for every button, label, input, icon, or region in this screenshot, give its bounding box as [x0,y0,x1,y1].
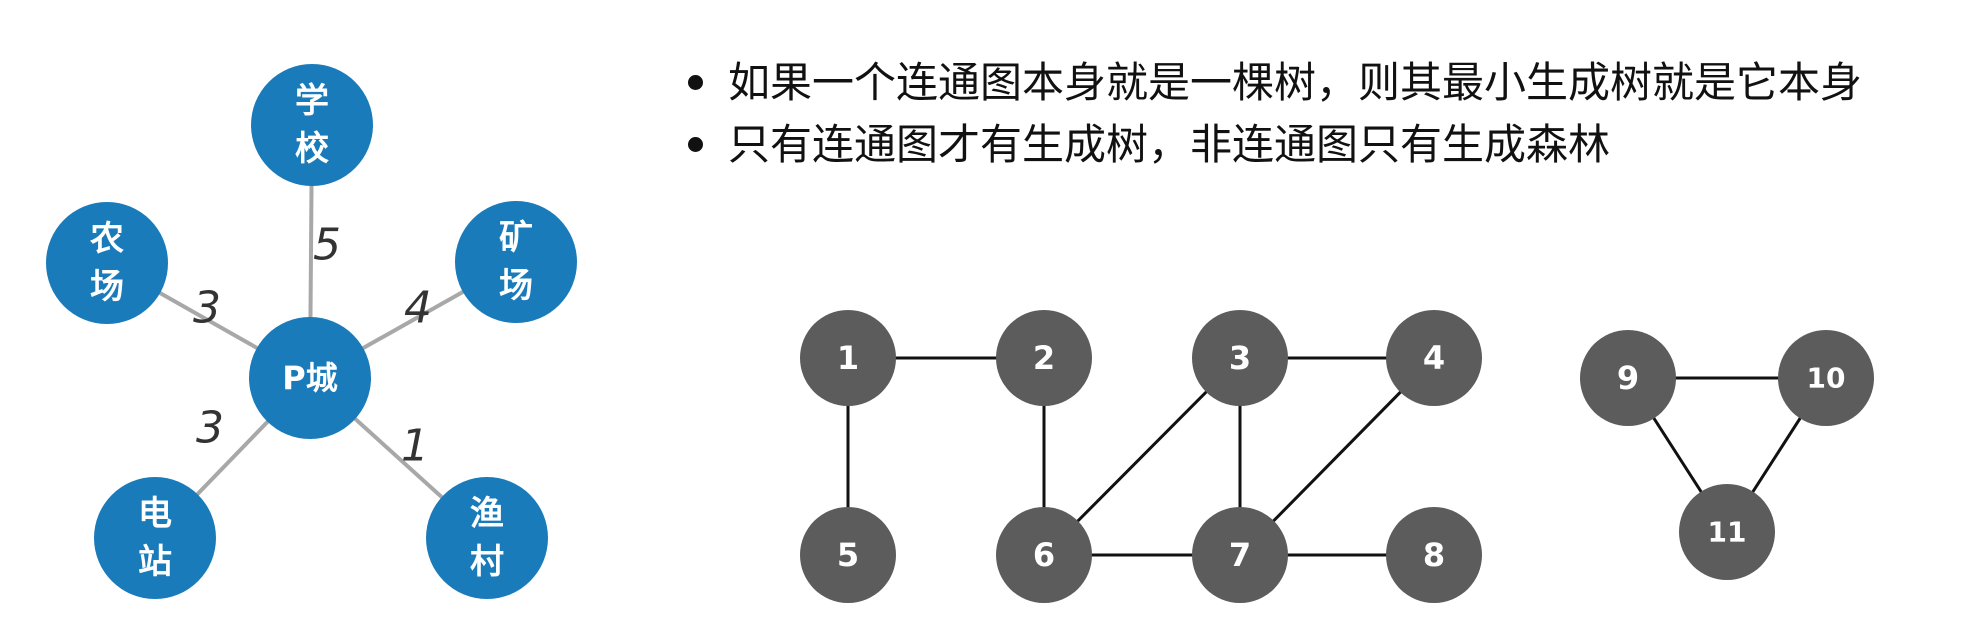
tree-node-label-power: 站 [138,542,172,582]
tree-node-label-fishing: 渔 [470,494,504,534]
graph-node-7 [1192,507,1288,603]
edge-weight-power: 3 [196,403,224,454]
graph-node-label-7: 7 [1229,536,1251,574]
tree-node-label-farm: 场 [90,267,124,307]
tree-node-label-farm: 农 [90,219,124,259]
bullet-text: 如果一个连通图本身就是一棵树，则其最小生成树就是它本身 [728,58,1863,107]
graph-node-label-9: 9 [1617,359,1639,397]
graph-node-3 [1192,310,1288,406]
tree-node-label-p: P城 [282,359,337,397]
graph-nodes: 1 2 3 4 5 6 7 8 9 10 11 [800,310,1874,603]
graph-node-9 [1580,330,1676,426]
edge-weight-school: 5 [313,220,341,271]
tree-node-school [251,64,373,186]
graph-node-label-1: 1 [837,339,859,377]
graph-node-8 [1386,507,1482,603]
tree-node-power [94,477,216,599]
graph-node-2 [996,310,1092,406]
graph-edges [846,356,1828,557]
bullet-item: 如果一个连通图本身就是一棵树，则其最小生成树就是它本身 [680,52,1862,114]
tree-node-label-mine: 场 [499,266,533,306]
tree-node-fishing [426,477,548,599]
tree-node-farm [46,202,168,324]
tree-node-label-school: 学 [295,81,329,121]
bullet-dot-icon [688,75,703,90]
tree-node-mine [455,201,577,323]
edge-weight-farm: 3 [193,283,221,334]
graph-node-label-10: 10 [1807,362,1846,395]
graph-node-4 [1386,310,1482,406]
tree-node-p [249,317,371,439]
edge-weight-fishing: 1 [401,421,429,472]
graph-node-label-3: 3 [1229,339,1251,377]
graph-node-10 [1778,330,1874,426]
bullet-list: 如果一个连通图本身就是一棵树，则其最小生成树就是它本身 只有连通图才有生成树，非… [680,52,1862,176]
graph-node-label-4: 4 [1423,339,1445,377]
graph-node-label-8: 8 [1423,536,1445,574]
graph-node-label-6: 6 [1033,536,1055,574]
graph-node-5 [800,507,896,603]
edge-weight-mine: 4 [404,283,432,334]
graph-node-label-11: 11 [1708,516,1747,549]
bullet-text: 只有连通图才有生成树，非连通图只有生成森林 [728,120,1611,169]
tree-node-label-school: 校 [295,129,329,169]
tree-node-label-mine: 矿 [499,218,533,258]
graph-node-1 [800,310,896,406]
tree-node-label-power: 电 [138,494,172,534]
graph-node-label-2: 2 [1033,339,1055,377]
bullet-item: 只有连通图才有生成树，非连通图只有生成森林 [680,114,1862,176]
graph-node-11 [1679,484,1775,580]
tree-edge-weights: 5 3 4 3 1 [193,220,432,472]
graph-node-label-5: 5 [837,536,859,574]
graph-node-6 [996,507,1092,603]
tree-node-label-fishing: 村 [470,542,504,582]
bullet-dot-icon [688,137,703,152]
